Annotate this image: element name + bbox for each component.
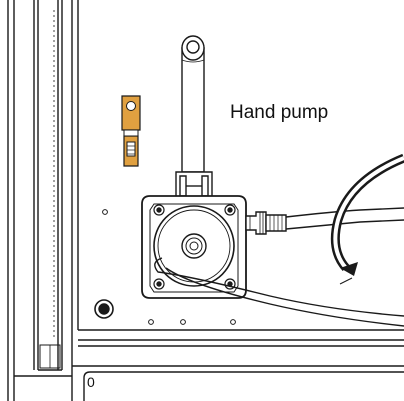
pump-pivot — [175, 171, 213, 199]
outlet-tube — [285, 207, 404, 230]
mounting-holes — [102, 209, 236, 325]
door-frame — [7, 0, 79, 401]
hand-pump-label: Hand pump — [230, 102, 329, 123]
pump-handle — [181, 35, 205, 173]
cable — [330, 153, 404, 285]
panel-grommet — [94, 299, 114, 319]
outlet-fitting — [245, 211, 287, 235]
bottom-rail — [72, 329, 404, 401]
panel-mark-label: 0 — [87, 374, 95, 390]
ground-lug — [121, 95, 141, 167]
intake-tube — [154, 257, 404, 327]
pump-body — [141, 195, 247, 299]
